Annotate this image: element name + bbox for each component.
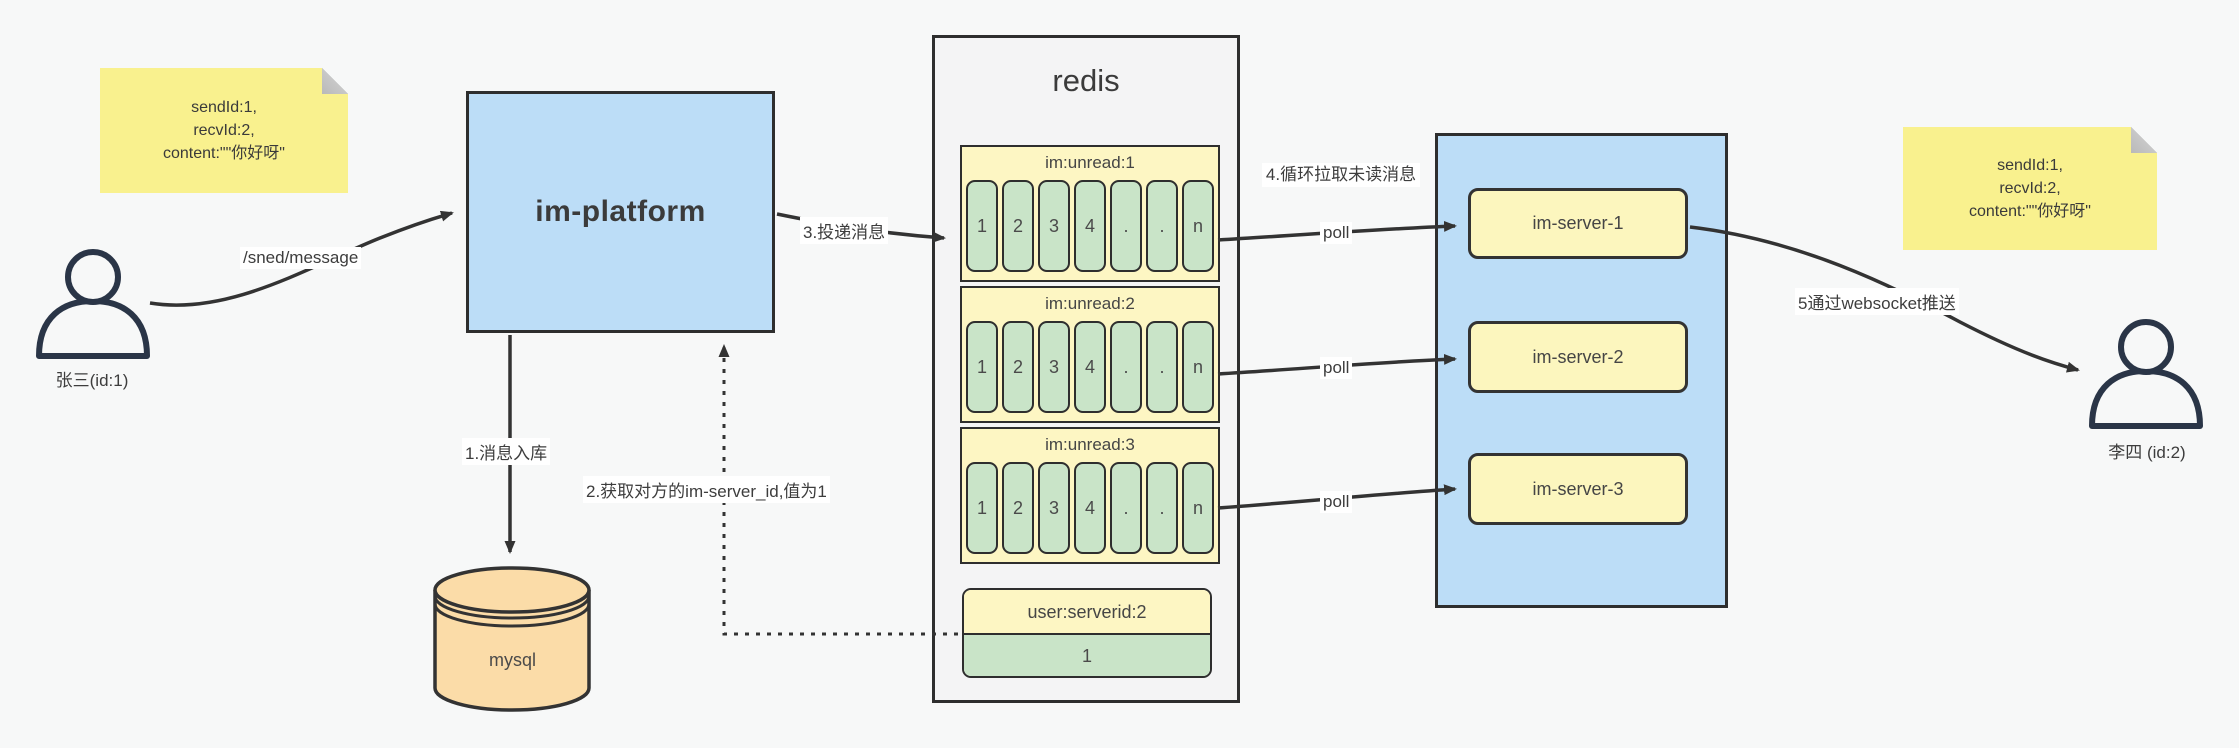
queue-3-header: im:unread:3	[1045, 435, 1135, 454]
note-line: sendId:1,	[191, 98, 257, 116]
note-line: recvId:2,	[193, 121, 255, 139]
queue-cell: 4	[1074, 462, 1106, 554]
edge-label-send: /sned/message	[240, 247, 362, 269]
queue-2-header: im:unread:2	[1045, 294, 1135, 313]
queue-im-unread-2: im:unread:2 1 2 3 4 . . n	[960, 286, 1220, 423]
queue-cell: n	[1182, 321, 1214, 413]
queue-im-unread-1: im:unread:1 1 2 3 4 . . n	[960, 145, 1220, 282]
queue-im-unread-3: im:unread:3 1 2 3 4 . . n	[960, 427, 1220, 564]
queue-cell: n	[1182, 180, 1214, 272]
edge-label-step2: 2.获取对方的im-server_id,值为1	[583, 476, 830, 503]
note-fold-corner	[322, 68, 348, 94]
queue-cell: 3	[1038, 462, 1070, 554]
queue-cell: .	[1110, 462, 1142, 554]
queue-2-cells: 1 2 3 4 . . n	[966, 321, 1214, 413]
queue-cell: 1	[966, 180, 998, 272]
queue-cell: 3	[1038, 180, 1070, 272]
queue-cell: 2	[1002, 180, 1034, 272]
im-server-1-node: im-server-1	[1468, 188, 1688, 259]
queue-cell: 4	[1074, 321, 1106, 413]
sticky-note-right: sendId:1, recvId:2, content:""你好呀"	[1903, 127, 2157, 250]
im-server-3-label: im-server-3	[1532, 478, 1624, 499]
receiver-label: 李四 (id:2)	[2108, 443, 2186, 462]
im-server-2-node: im-server-2	[1468, 321, 1688, 393]
sticky-note-left: sendId:1, recvId:2, content:""你好呀"	[100, 68, 348, 193]
im-server-1-label: im-server-1	[1532, 213, 1624, 233]
note-line: sendId:1,	[1997, 156, 2063, 174]
queue-cell: .	[1110, 180, 1142, 272]
edge-label-step5: 5通过websocket推送	[1795, 288, 1959, 315]
queue-cell: .	[1146, 180, 1178, 272]
edge-label-step4: 4.循环拉取未读消息	[1262, 163, 1420, 188]
queue-1-cells: 1 2 3 4 . . n	[966, 180, 1214, 272]
redis-title: redis	[1052, 63, 1120, 98]
user-serverid-value: 1	[964, 635, 1210, 676]
queue-cell: 4	[1074, 180, 1106, 272]
sender-label: 张三(id:1)	[55, 371, 129, 390]
edge-label-poll-1: poll	[1320, 222, 1353, 244]
queue-cell: .	[1146, 321, 1178, 413]
note-line: recvId:2,	[1999, 179, 2061, 197]
queue-cell: 3	[1038, 321, 1070, 413]
queue-cell: 2	[1002, 462, 1034, 554]
queue-cell: 1	[966, 321, 998, 413]
queue-cell: n	[1182, 462, 1214, 554]
im-platform-node: im-platform	[466, 91, 775, 333]
edge-label-step3: 3.投递消息	[800, 217, 889, 244]
queue-1-header: im:unread:1	[1045, 153, 1135, 172]
mysql-label: mysql	[488, 650, 536, 670]
database-cylinder	[433, 566, 591, 712]
queue-3-cells: 1 2 3 4 . . n	[966, 462, 1214, 554]
note-line: content:""你好呀"	[163, 145, 285, 163]
person-icon-receiver	[2089, 319, 2203, 429]
edge-label-poll-3: poll	[1320, 491, 1353, 513]
person-icon-sender	[36, 249, 150, 359]
edge-label-poll-2: poll	[1320, 357, 1353, 379]
queue-cell: 1	[966, 462, 998, 554]
im-platform-label: im-platform	[535, 195, 706, 228]
im-server-2-label: im-server-2	[1532, 346, 1624, 367]
user-serverid-node: user:serverid:2 1	[962, 588, 1212, 678]
edge-label-step1: 1.消息入库	[462, 438, 551, 465]
queue-cell: .	[1146, 462, 1178, 554]
im-server-3-node: im-server-3	[1468, 453, 1688, 525]
note-fold-corner	[2131, 127, 2157, 153]
note-line: content:""你好呀"	[1969, 203, 2091, 221]
queue-cell: 2	[1002, 321, 1034, 413]
user-serverid-header: user:serverid:2	[964, 590, 1210, 635]
queue-cell: .	[1110, 321, 1142, 413]
